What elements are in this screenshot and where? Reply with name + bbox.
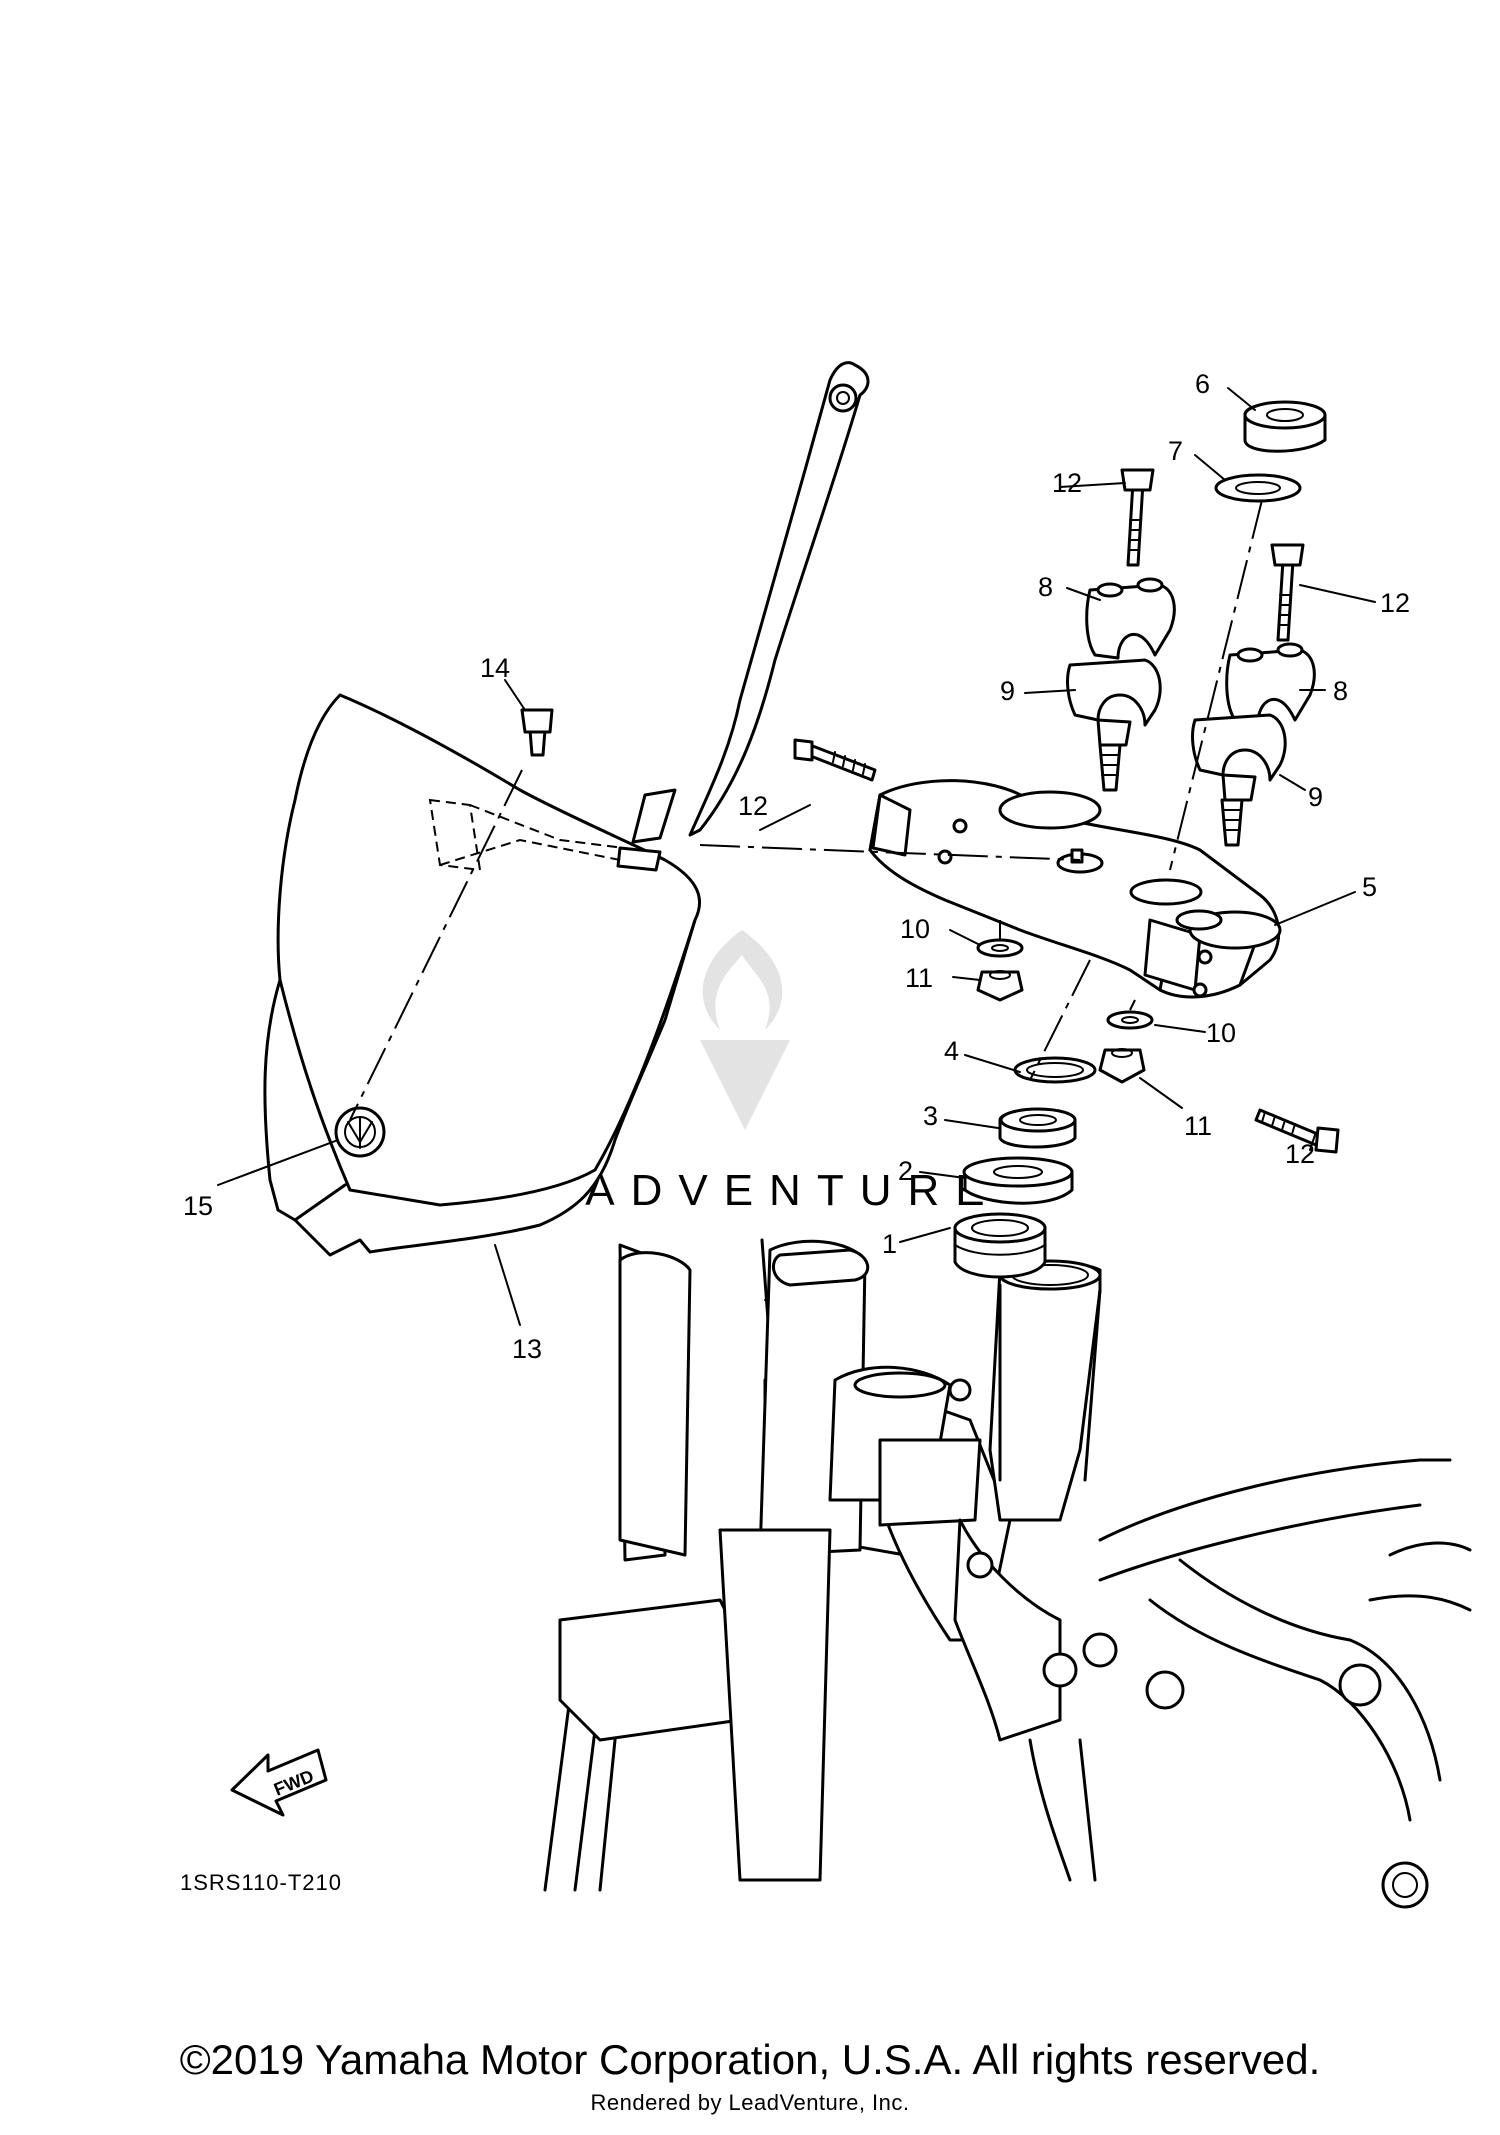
callout-4: 4 [944,1036,959,1066]
callout-7: 7 [1168,436,1183,466]
callout-15: 15 [183,1191,213,1221]
copyright-notice: ©2019 Yamaha Motor Corporation, U.S.A. A… [179,2036,1321,2083]
cover-2 [962,1156,1074,1205]
callout-12-top-right: 12 [1380,588,1410,618]
washer-7 [1214,473,1302,503]
callout-labels: 1 2 3 4 5 6 7 8 8 9 9 10 10 11 11 12 12 … [183,369,1410,1364]
nut-11-right [1098,1048,1146,1084]
fork-assembly [543,1238,1472,1909]
washer-10-right [1106,1010,1154,1030]
callout-8-left: 8 [1038,572,1053,602]
assembly-axes [349,499,1263,1121]
diagram-code: 1SRS110-T210 [180,1870,342,1895]
callout-10-left: 10 [900,914,930,944]
callout-12-bottom-right: 12 [1285,1139,1315,1169]
rendered-by-notice: Rendered by LeadVenture, Inc. [590,2090,910,2115]
bolt-14 [520,708,554,757]
callout-5: 5 [1362,872,1377,902]
callout-12-left: 12 [738,791,768,821]
handlebar-holder-upper-right [1225,642,1316,725]
washer-10-left [976,938,1024,958]
ring-nut-3 [998,1107,1077,1149]
callout-9-right: 9 [1308,782,1323,812]
bolt-12-top-left [1120,468,1155,567]
bolt-12-bottom-right [1254,1108,1340,1154]
bolt-12-top-right [1270,543,1305,642]
callout-12-top-left: 12 [1052,468,1082,498]
callout-3: 3 [923,1101,938,1131]
callout-1: 1 [882,1229,897,1259]
callout-6: 6 [1195,369,1210,399]
handlebar-holder-upper-left [1085,577,1176,660]
handlebar-holder-lower-left [1066,658,1162,792]
upper-bracket [868,779,1282,999]
callout-9-left: 9 [1000,676,1015,706]
bolt-12-left [793,738,877,782]
callout-10-right: 10 [1206,1018,1236,1048]
callout-2: 2 [898,1156,913,1186]
callout-13: 13 [512,1334,542,1364]
bearing-1 [953,1212,1047,1279]
callout-8-right: 8 [1333,676,1348,706]
callout-14: 14 [480,653,510,683]
handlebar-holder-lower-right [1191,713,1287,847]
nut-6 [1243,400,1327,453]
leader-lines [217,387,1376,1326]
washer-4 [1013,1056,1097,1084]
fwd-arrow: FWD [230,1748,328,1817]
number-plate [263,361,870,1257]
callout-11-right: 11 [1184,1111,1212,1141]
nut-11-left [976,970,1024,1002]
callout-11-left: 11 [905,963,933,993]
